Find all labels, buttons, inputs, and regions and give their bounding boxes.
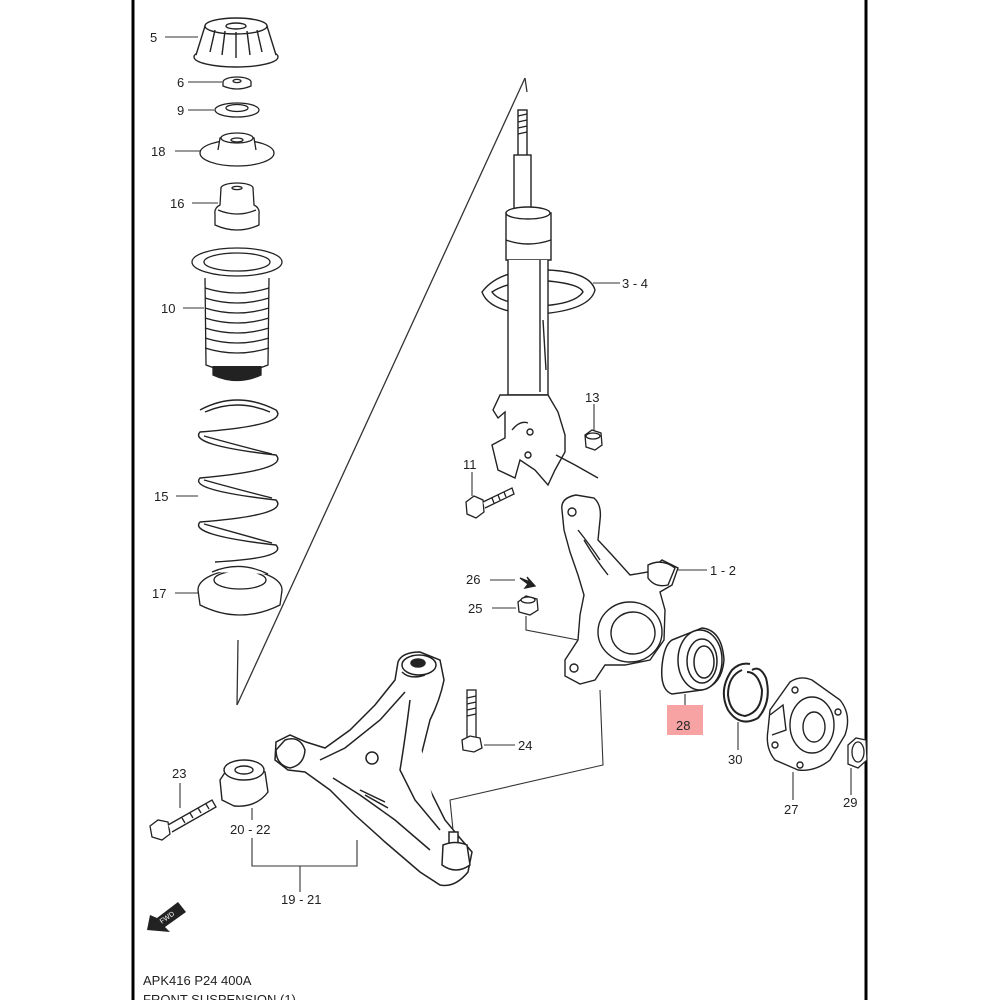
- label-13: 13: [585, 390, 599, 405]
- label-6: 6: [177, 75, 184, 90]
- label-3-4: 3 - 4: [622, 276, 648, 291]
- part-6-nut: [222, 76, 252, 90]
- diagram-title: FRONT SUSPENSION (1): [143, 992, 296, 1000]
- part-17-spring-seat: [197, 565, 283, 616]
- label-1-2: 1 - 2: [710, 563, 736, 578]
- label-25: 25: [468, 601, 482, 616]
- label-15: 15: [154, 489, 168, 504]
- part-11-bolt: [465, 487, 515, 519]
- part-16-bump-stop: [214, 182, 260, 231]
- callout-labels: 5 6 9 18 16 10 15 17 3 - 4 13 11 1 - 2 2…: [150, 30, 857, 907]
- label-19-21: 19 - 21: [281, 892, 321, 907]
- part-18-bearing-plate: [199, 132, 275, 167]
- part-28-highlight: [667, 705, 703, 735]
- label-9: 9: [177, 103, 184, 118]
- label-17: 17: [152, 586, 166, 601]
- part-1-2-steering-knuckle: [561, 494, 679, 685]
- part-28-hub-bearing: [660, 627, 725, 695]
- part-9-washer: [214, 102, 260, 118]
- part-3-4-strut-assembly: [481, 109, 599, 487]
- leader-lines: [165, 36, 852, 892]
- fwd-arrow-icon: FWD: [147, 902, 186, 932]
- label-24: 24: [518, 738, 532, 753]
- part-23-bolt: [149, 799, 217, 841]
- label-5: 5: [150, 30, 157, 45]
- part-20-22-bushing: [219, 759, 269, 807]
- label-10: 10: [161, 301, 175, 316]
- label-26: 26: [466, 572, 480, 587]
- label-16: 16: [170, 196, 184, 211]
- part-10-dust-boot: [191, 247, 283, 382]
- part-13-nut: [584, 429, 603, 451]
- part-5-strut-mount: [193, 17, 279, 68]
- part-29-hub-nut: [847, 737, 868, 769]
- label-23: 23: [172, 766, 186, 781]
- label-27: 27: [784, 802, 798, 817]
- label-11: 11: [463, 457, 477, 472]
- diagram-code: APK416 P24 400A: [143, 973, 252, 988]
- part-26-arrow: [519, 576, 537, 589]
- part-24-bolt: [461, 689, 483, 753]
- part-15-coil-spring: [197, 399, 279, 563]
- grouping-lines: [236, 77, 528, 706]
- part-27-wheel-hub: [766, 677, 849, 771]
- label-29: 29: [843, 795, 857, 810]
- part-19-21-lower-control-arm: [274, 651, 473, 887]
- label-28: 28: [676, 718, 690, 733]
- label-18: 18: [151, 144, 165, 159]
- part-30-snap-ring: [722, 662, 769, 723]
- part-25-nut: [517, 595, 539, 616]
- label-20-22: 20 - 22: [230, 822, 270, 837]
- label-30: 30: [728, 752, 742, 767]
